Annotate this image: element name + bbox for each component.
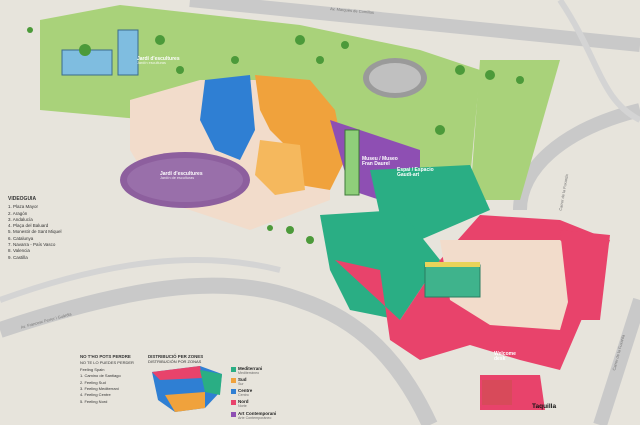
must-see-item: 4. Feeling Centre [80,392,111,398]
must-see-item: Feeling Spain [80,366,105,372]
taquilla-label: Taquilla [532,403,557,410]
must-see-item: 5. Feeling Nord [80,398,108,404]
videoguia-item: 7. Navarra - País Vasco [8,242,56,248]
must-see-item: 2. Feeling Sud [80,379,106,385]
videoguia-item: 1. Plaza Mayor [8,204,39,210]
must-see-subtitle: NO TE LO PUEDES PERDER [80,360,134,366]
videoguia-item: 5. Monestir de Sant Miquel [8,229,62,235]
distribution-title: DISTRIBUCIÓ PER ZONES [148,354,204,359]
must-see-item: 3. Feeling Mediterrani [80,386,119,392]
must-see-item: 1. Camino de Santiago [80,373,121,379]
videoguia-legend: VIDEOGUIA 1. Plaza Mayor 2. Aragón 3. An… [8,196,62,261]
zone-swatch [231,389,236,394]
videoguia-item: 2. Aragón [8,210,28,216]
videoguia-item: 8. Valencia [8,248,30,254]
zone-distribution: DISTRIBUCIÓ PER ZONES DISTRIBUCIÓN POR Z… [148,354,203,364]
distribution-subtitle: DISTRIBUCIÓN POR ZONAS [148,359,202,364]
videoguia-title: VIDEOGUIA [8,196,37,202]
must-see-title: NO T'HO POTS PERDRE [80,354,131,359]
zone-swatch [231,400,236,405]
zone-swatch [231,367,236,372]
videoguia-item: 9. Castilla [8,254,28,260]
must-see-legend: NO T'HO POTS PERDRE NO TE LO PUEDES PERD… [80,354,134,405]
zone-swatch [231,378,236,383]
videoguia-item: 3. Andalucía [8,216,33,222]
zone-swatch [231,412,236,417]
videoguia-item: 6. Catalunya [8,235,34,241]
videoguia-item: 4. Plaça del Baluard [8,223,49,229]
